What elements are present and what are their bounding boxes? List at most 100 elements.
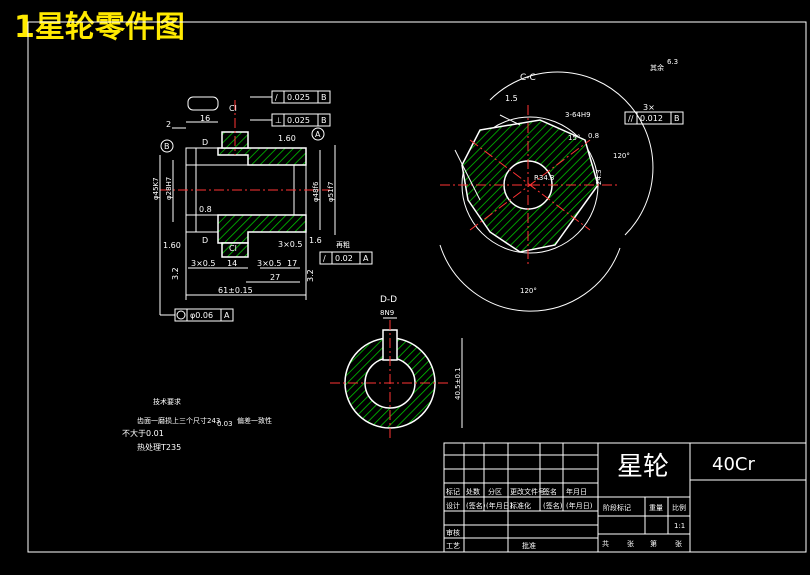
dim-dia-48: φ48f6 bbox=[312, 181, 320, 202]
svg-text:⊥: ⊥ bbox=[275, 116, 282, 125]
svg-text:A: A bbox=[224, 311, 230, 320]
label-dd: D-D bbox=[380, 295, 397, 305]
svg-text:其余: 其余 bbox=[650, 63, 664, 72]
tol-perp-value: 0.025 bbox=[287, 116, 310, 125]
svg-text:3.2: 3.2 bbox=[171, 267, 180, 280]
svg-text:处数: 处数 bbox=[466, 487, 480, 496]
svg-text:∕: ∕ bbox=[323, 254, 326, 263]
svg-text:φ0.06: φ0.06 bbox=[190, 311, 213, 320]
svg-text:0.8: 0.8 bbox=[588, 132, 599, 140]
svg-text:工艺: 工艺 bbox=[446, 542, 460, 550]
svg-text:更改文件号: 更改文件号 bbox=[510, 487, 545, 496]
rough-top: 1.60 bbox=[278, 134, 296, 143]
svg-text:阶段标记: 阶段标记 bbox=[603, 503, 631, 512]
svg-text:8N9: 8N9 bbox=[380, 309, 394, 317]
svg-text:40.5±0.1: 40.5±0.1 bbox=[454, 367, 462, 400]
svg-text:0.012: 0.012 bbox=[640, 114, 663, 123]
svg-text:张: 张 bbox=[627, 539, 634, 548]
dim-2: 2 bbox=[166, 120, 171, 129]
svg-text:0.03: 0.03 bbox=[217, 420, 233, 428]
dim-c1-top: Cl bbox=[229, 104, 237, 113]
svg-text:批准: 批准 bbox=[522, 541, 536, 550]
svg-text:R34.3: R34.3 bbox=[534, 174, 554, 182]
svg-text:再粗: 再粗 bbox=[336, 240, 350, 249]
svg-text:(年月日): (年月日) bbox=[486, 501, 513, 510]
label-d-bottom: D bbox=[202, 236, 208, 245]
dim-dia-51: φ51f7 bbox=[327, 182, 335, 202]
svg-text:∕∕: ∕∕ bbox=[628, 114, 634, 123]
rough-bore: 0.8 bbox=[199, 205, 212, 214]
hub-bottom-hatch bbox=[221, 242, 249, 258]
svg-text:∕: ∕ bbox=[275, 93, 278, 102]
rough-left: 1.60 bbox=[163, 241, 181, 250]
datum-b-circle bbox=[160, 139, 174, 153]
label-d-top: D bbox=[202, 138, 208, 147]
svg-text:齿面一磨损上三个尺寸243: 齿面一磨损上三个尺寸243 bbox=[137, 416, 220, 425]
svg-text:第: 第 bbox=[650, 539, 657, 548]
svg-text:3×0.5: 3×0.5 bbox=[278, 240, 303, 249]
svg-text:B: B bbox=[674, 114, 680, 123]
svg-text:标准化: 标准化 bbox=[510, 501, 531, 510]
main-view: 16 2 Cl Cl ∕ 0.025 B ⊥ 0.025 B 1.60 A B … bbox=[152, 90, 373, 322]
dim-c1-bottom: Cl bbox=[229, 244, 237, 253]
tol-frame-coax bbox=[174, 308, 234, 322]
dim-16: 16 bbox=[200, 114, 210, 123]
svg-text:17: 17 bbox=[287, 259, 297, 268]
dim-dia-45: φ45K7 bbox=[152, 177, 160, 200]
svg-text:(签名): (签名) bbox=[543, 501, 563, 510]
drawing-title: 1星轮零件图 bbox=[14, 10, 185, 45]
tol-parallel-value: 0.025 bbox=[287, 93, 310, 102]
section-cc-view: C-C 1.5 3-64H9 3× ∕∕ 0.012 B 15° 0.8 120… bbox=[439, 58, 684, 312]
svg-text:120°: 120° bbox=[520, 287, 537, 295]
datum-a-circle bbox=[311, 127, 325, 141]
svg-text:偏差一致性: 偏差一致性 bbox=[237, 416, 272, 425]
svg-text:A: A bbox=[315, 130, 321, 139]
tol-frame-cc-parallel bbox=[624, 111, 684, 125]
svg-text:张: 张 bbox=[675, 539, 682, 548]
svg-text:分区: 分区 bbox=[488, 487, 502, 496]
svg-text:1.5: 1.5 bbox=[505, 94, 518, 103]
svg-text:B: B bbox=[321, 93, 327, 102]
section-dd-view: D-D 8N9 40.5±0.1 bbox=[330, 295, 463, 440]
svg-text:24.3: 24.3 bbox=[595, 169, 603, 185]
dim-overall: 61±0.15 bbox=[218, 286, 253, 295]
tol-frame-runout bbox=[319, 251, 373, 265]
rough-right: 1.6 bbox=[309, 236, 322, 245]
svg-text:B: B bbox=[321, 116, 327, 125]
svg-text:(年月日): (年月日) bbox=[566, 501, 593, 510]
svg-text:审核: 审核 bbox=[446, 528, 460, 537]
svg-text:设计: 设计 bbox=[446, 501, 460, 510]
svg-text:3-64H9: 3-64H9 bbox=[565, 111, 591, 119]
svg-text:3×: 3× bbox=[643, 103, 655, 112]
svg-text:3×0.5: 3×0.5 bbox=[191, 259, 216, 268]
svg-text:共: 共 bbox=[602, 539, 609, 548]
section-top-hatch bbox=[217, 147, 307, 166]
keyway-top-view bbox=[187, 96, 219, 111]
svg-text:年月日: 年月日 bbox=[566, 487, 587, 496]
svg-text:3.2: 3.2 bbox=[306, 269, 315, 282]
svg-text:热处理T235: 热处理T235 bbox=[137, 442, 181, 452]
svg-text:27: 27 bbox=[270, 273, 280, 282]
material: 40Cr bbox=[712, 454, 755, 475]
svg-text:120°: 120° bbox=[613, 152, 630, 160]
drawing-border bbox=[27, 21, 807, 553]
svg-text:比例: 比例 bbox=[672, 503, 686, 512]
svg-text:不大于0.01: 不大于0.01 bbox=[122, 428, 164, 438]
title-block: 星轮 40Cr 标记 处数 分区 更改文件号 签名 年月日 设计 (签名) (年… bbox=[443, 442, 807, 553]
svg-text:14: 14 bbox=[227, 259, 237, 268]
label-cc: C-C bbox=[520, 73, 536, 83]
svg-text:A: A bbox=[363, 254, 369, 263]
svg-text:重量: 重量 bbox=[649, 504, 663, 512]
technical-notes: 技术要求 齿面一磨损上三个尺寸243 0.03 偏差一致性 不大于0.01 热处… bbox=[122, 397, 272, 452]
svg-text:6.3: 6.3 bbox=[667, 58, 678, 66]
svg-text:3×0.5: 3×0.5 bbox=[257, 259, 282, 268]
svg-text:B: B bbox=[164, 142, 170, 151]
svg-text:标记: 标记 bbox=[446, 487, 460, 496]
svg-text:1:1: 1:1 bbox=[674, 522, 685, 530]
dim-dia-28: φ28H7 bbox=[165, 177, 173, 200]
svg-text:0.02: 0.02 bbox=[335, 254, 353, 263]
svg-text:(签名): (签名) bbox=[466, 501, 486, 510]
svg-text:15°: 15° bbox=[568, 134, 580, 142]
section-bottom-hatch bbox=[217, 214, 307, 244]
